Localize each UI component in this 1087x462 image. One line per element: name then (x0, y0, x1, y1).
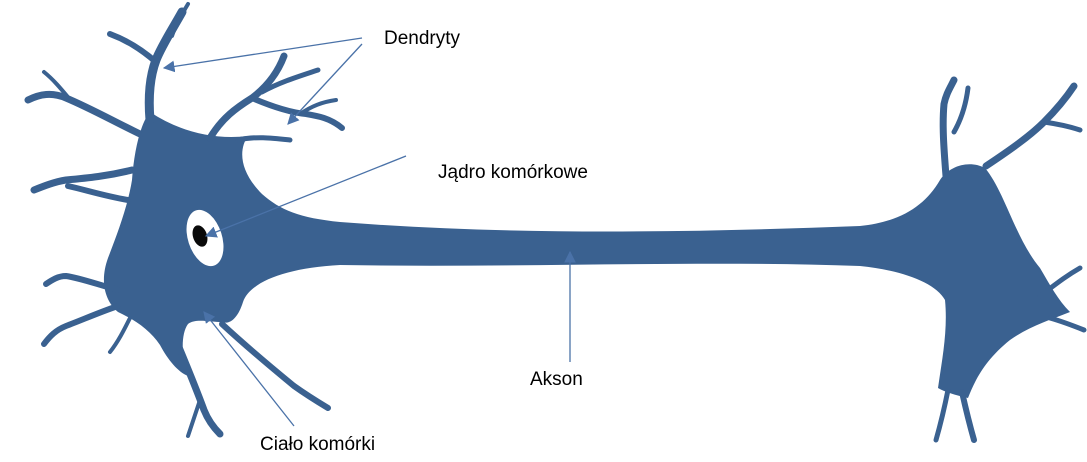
leader-cell-body (203, 311, 295, 427)
label-dendrites: Dendryty (384, 28, 461, 49)
leader-lines (162, 37, 576, 427)
label-nucleus: Jądro komórkowe (438, 162, 588, 183)
leader-dendrites-2 (287, 43, 363, 125)
label-cell-body: Ciało komórki (260, 434, 375, 455)
neuron-cell (24, 2, 1087, 443)
leader-dendrites-1 (162, 37, 363, 73)
nucleus-core (192, 225, 208, 247)
cell-body-shape (103, 112, 1070, 398)
label-axon: Akson (530, 369, 583, 390)
leader-nucleus (204, 155, 407, 238)
